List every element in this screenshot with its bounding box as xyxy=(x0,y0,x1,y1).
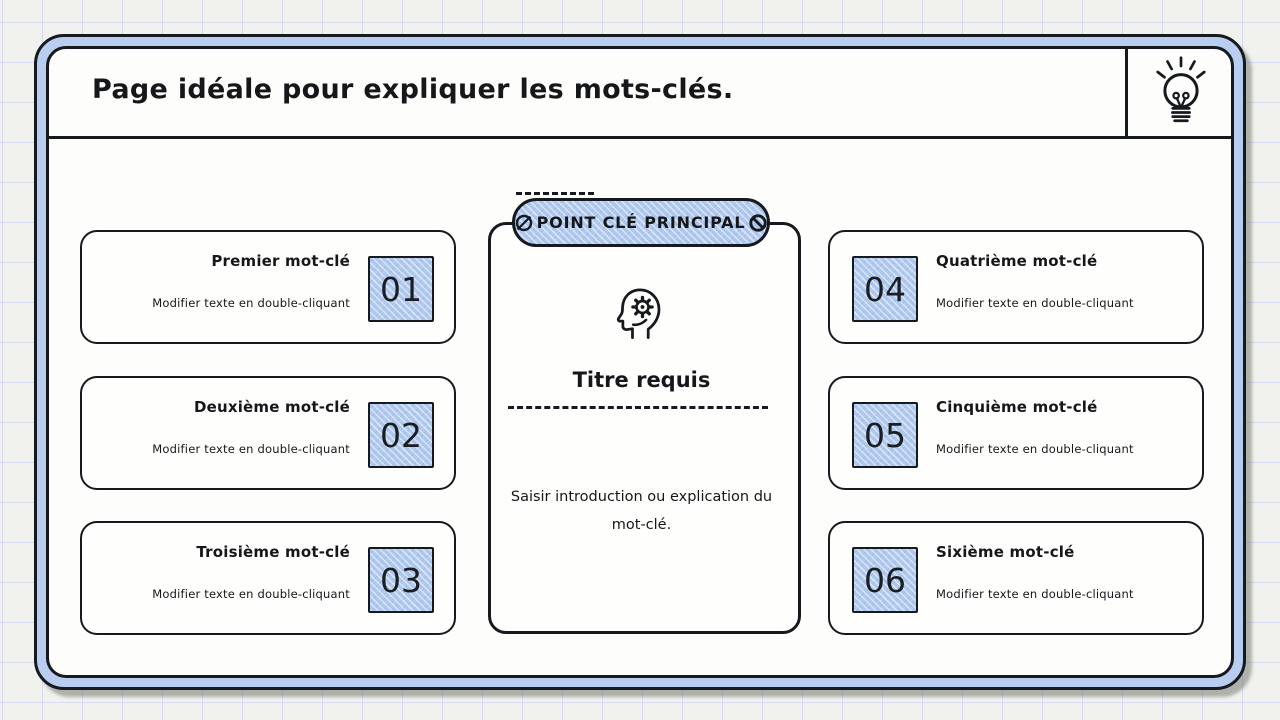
keyword-number: 06 xyxy=(864,560,906,600)
keyword-number-box[interactable]: 04 xyxy=(852,256,918,322)
keyword-title[interactable]: Quatrième mot-clé xyxy=(936,252,1098,270)
keyword-subtitle[interactable]: Modifier texte en double-cliquant xyxy=(152,587,350,601)
center-dashed-divider xyxy=(508,406,768,409)
lightbulb-icon xyxy=(1151,52,1211,134)
page-title[interactable]: Page idéale pour expliquer les mots-clés… xyxy=(92,74,734,105)
main-point-description[interactable]: Saisir introduction ou explication du mo… xyxy=(510,489,773,533)
keyword-number: 02 xyxy=(380,415,422,455)
main-point-badge[interactable]: POINT CLÉ PRINCIPAL xyxy=(512,198,770,247)
keyword-subtitle[interactable]: Modifier texte en double-cliquant xyxy=(936,442,1134,456)
keyword-number-box[interactable]: 06 xyxy=(852,547,918,613)
keyword-number: 05 xyxy=(864,415,906,455)
keyword-title[interactable]: Troisième mot-clé xyxy=(196,543,350,561)
main-point-title[interactable]: Titre requis xyxy=(572,368,711,392)
no-sign-outline-icon xyxy=(514,213,534,233)
keyword-subtitle[interactable]: Modifier texte en double-cliquant xyxy=(936,587,1134,601)
keyword-subtitle[interactable]: Modifier texte en double-cliquant xyxy=(936,296,1134,310)
keyword-card-03[interactable]: Troisième mot-clé Modifier texte en doub… xyxy=(80,521,456,635)
keyword-title[interactable]: Deuxième mot-clé xyxy=(193,398,350,416)
keyword-card-06[interactable]: Sixième mot-clé Modifier texte en double… xyxy=(828,521,1204,635)
keyword-card-01[interactable]: Premier mot-clé Modifier texte en double… xyxy=(80,230,456,344)
keyword-number-box[interactable]: 05 xyxy=(852,402,918,468)
keyword-number: 03 xyxy=(380,560,422,600)
keyword-number-box[interactable]: 01 xyxy=(368,256,434,322)
keyword-title[interactable]: Premier mot-clé xyxy=(211,252,350,270)
lightbulb-box xyxy=(1125,49,1234,136)
keyword-title[interactable]: Sixième mot-clé xyxy=(936,543,1075,561)
keyword-number: 01 xyxy=(380,269,422,309)
keyword-title[interactable]: Cinquième mot-clé xyxy=(936,398,1098,416)
header-divider xyxy=(49,136,1231,139)
badge-dash-decoration xyxy=(516,192,594,195)
keyword-card-05[interactable]: Cinquième mot-clé Modifier texte en doub… xyxy=(828,376,1204,490)
keyword-subtitle[interactable]: Modifier texte en double-cliquant xyxy=(152,296,350,310)
no-sign-bold-icon xyxy=(748,213,768,233)
head-gear-icon[interactable] xyxy=(611,276,671,350)
keyword-card-02[interactable]: Deuxième mot-clé Modifier texte en doubl… xyxy=(80,376,456,490)
keyword-card-04[interactable]: Quatrième mot-clé Modifier texte en doub… xyxy=(828,230,1204,344)
keyword-number: 04 xyxy=(864,269,906,309)
keyword-number-box[interactable]: 02 xyxy=(368,402,434,468)
badge-label[interactable]: POINT CLÉ PRINCIPAL xyxy=(536,213,746,232)
keyword-number-box[interactable]: 03 xyxy=(368,547,434,613)
keyword-subtitle[interactable]: Modifier texte en double-cliquant xyxy=(152,442,350,456)
